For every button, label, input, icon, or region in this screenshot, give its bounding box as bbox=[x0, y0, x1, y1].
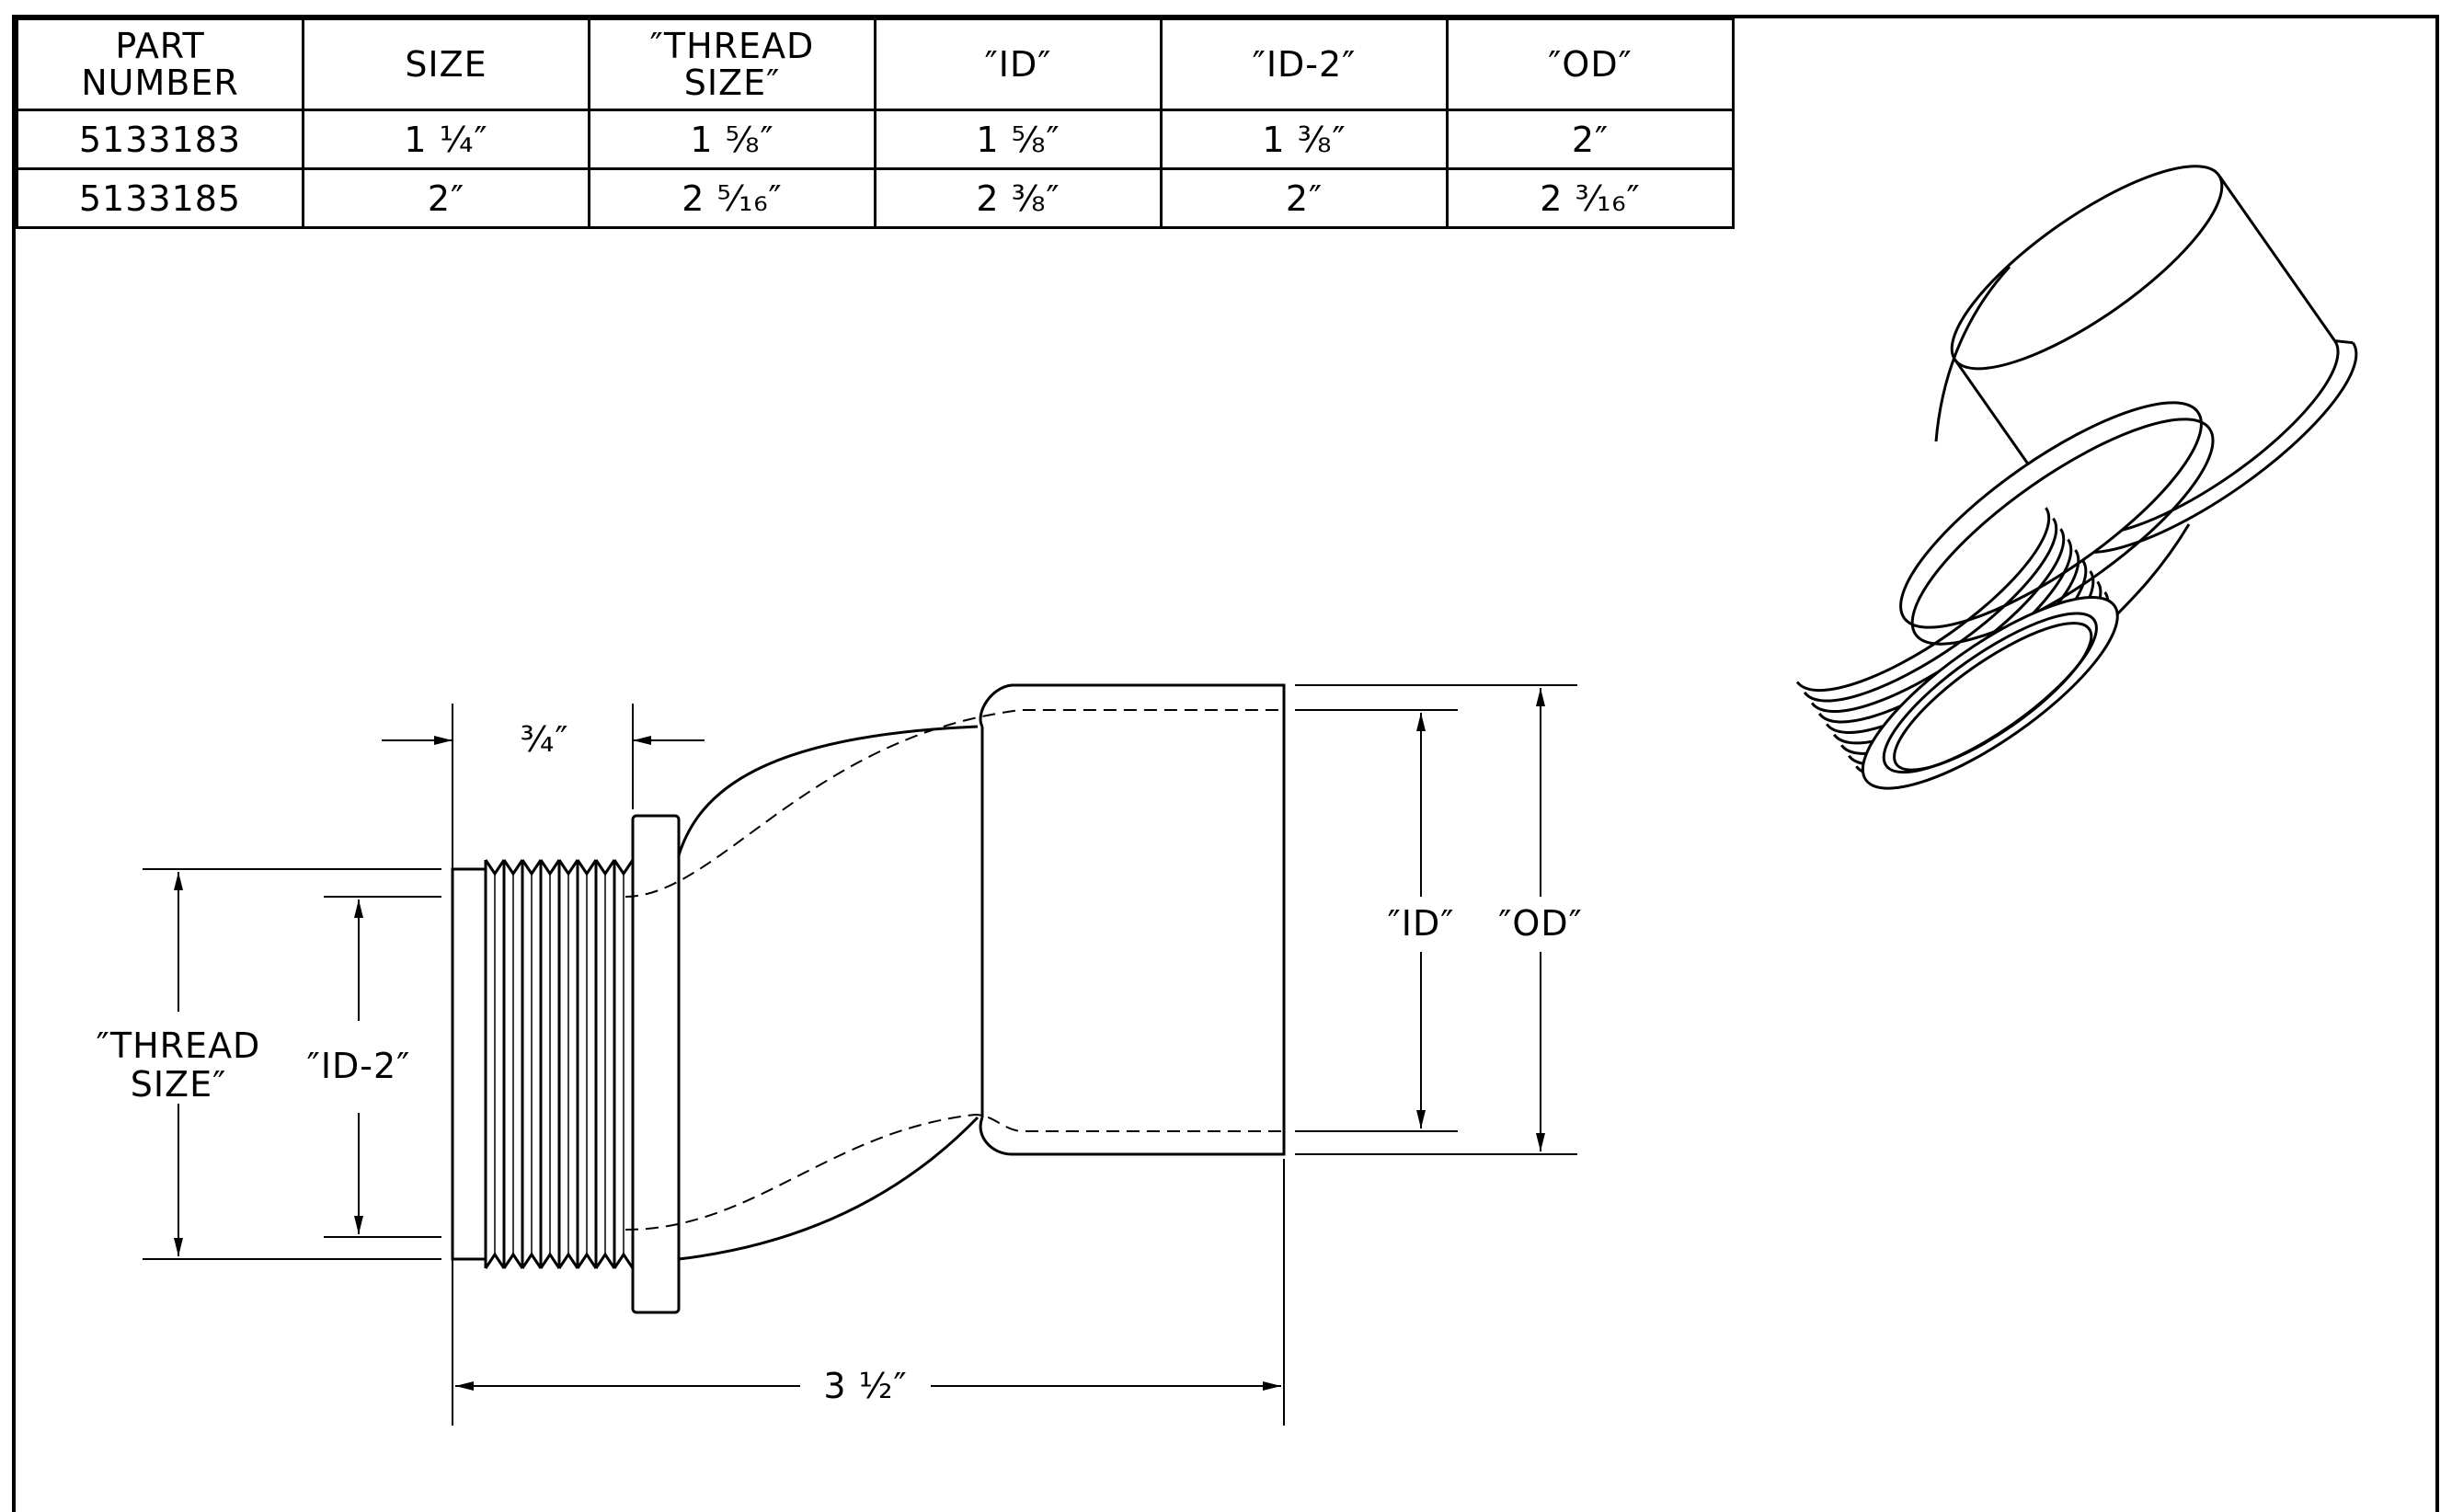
thread-tooth bbox=[539, 1252, 561, 1269]
iso-thread-ring bbox=[1803, 517, 2058, 703]
cell-size: 2″ bbox=[302, 167, 590, 229]
cell-id-2: 1 ⅜″ bbox=[1160, 109, 1449, 170]
thread-crests bbox=[484, 859, 635, 1269]
header-od: ″OD″ bbox=[1446, 17, 1735, 111]
header-id-2: ″ID-2″ bbox=[1160, 17, 1449, 111]
curved-body bbox=[677, 683, 1286, 1261]
cell-id: 2 ⅜″ bbox=[874, 167, 1163, 229]
part-number-table: PART NUMBER SIZE ″THREAD SIZE″ ″ID″ ″ID-… bbox=[16, 17, 1735, 229]
thread-tooth bbox=[521, 1252, 543, 1269]
cell-part-number: 5133183 bbox=[16, 109, 304, 170]
flange-width-label: ¾″ bbox=[520, 719, 568, 760]
id-label: ″ID″ bbox=[1388, 903, 1455, 944]
header-thread-size: ″THREAD SIZE″ bbox=[588, 17, 877, 111]
id-2-label: ″ID-2″ bbox=[307, 1046, 411, 1086]
table-header-row: PART NUMBER SIZE ″THREAD SIZE″ ″ID″ ″ID-… bbox=[16, 17, 1735, 111]
cell-thread-size: 1 ⅝″ bbox=[588, 109, 877, 170]
thread-tooth bbox=[557, 1252, 579, 1269]
cell-thread-size: 2 ⁵⁄₁₆″ bbox=[588, 167, 877, 229]
header-id: ″ID″ bbox=[874, 17, 1163, 111]
od-label: ″OD″ bbox=[1498, 903, 1583, 944]
thread-tooth bbox=[594, 1252, 616, 1269]
cell-id: 1 ⅝″ bbox=[874, 109, 1163, 170]
cell-od: 2 ³⁄₁₆″ bbox=[1446, 167, 1735, 229]
iso-thread-ring bbox=[1795, 507, 2051, 693]
thread-tooth bbox=[484, 859, 506, 876]
thread-tooth bbox=[502, 859, 524, 876]
cell-size: 1 ¼″ bbox=[302, 109, 590, 170]
thread-tooth bbox=[521, 859, 543, 876]
isometric-view bbox=[1795, 165, 2358, 790]
header-size: SIZE bbox=[302, 17, 590, 111]
thread-tooth bbox=[502, 1252, 524, 1269]
flange bbox=[631, 814, 681, 1314]
overall-length-label: 3 ½″ bbox=[823, 1366, 907, 1406]
cell-id-2: 2″ bbox=[1160, 167, 1449, 229]
thread-tooth bbox=[576, 859, 598, 876]
thread-tooth bbox=[594, 859, 616, 876]
hidden-lines bbox=[624, 709, 1284, 1231]
thread-tooth bbox=[484, 1252, 506, 1269]
threaded-end bbox=[451, 859, 635, 1269]
thread-tooth bbox=[539, 859, 561, 876]
cell-part-number: 5133185 bbox=[16, 167, 304, 229]
thread-tooth bbox=[613, 1252, 635, 1269]
dimension-lines bbox=[174, 688, 1545, 1391]
sheet-border bbox=[12, 15, 2439, 1512]
extension-lines bbox=[143, 684, 1577, 1426]
thread-size-label-line1: ″THREAD bbox=[97, 1025, 261, 1066]
thread-tooth bbox=[557, 859, 579, 876]
table-row: 5133185 2″ 2 ⁵⁄₁₆″ 2 ⅜″ 2″ 2 ³⁄₁₆″ bbox=[16, 167, 1735, 229]
thread-size-label-line2: SIZE″ bbox=[131, 1064, 227, 1105]
thread-tooth bbox=[613, 859, 635, 876]
cell-od: 2″ bbox=[1446, 109, 1735, 170]
thread-tooth bbox=[576, 1252, 598, 1269]
header-part-number: PART NUMBER bbox=[16, 17, 304, 111]
table-row: 5133183 1 ¼″ 1 ⅝″ 1 ⅝″ 1 ⅜″ 2″ bbox=[16, 109, 1735, 170]
